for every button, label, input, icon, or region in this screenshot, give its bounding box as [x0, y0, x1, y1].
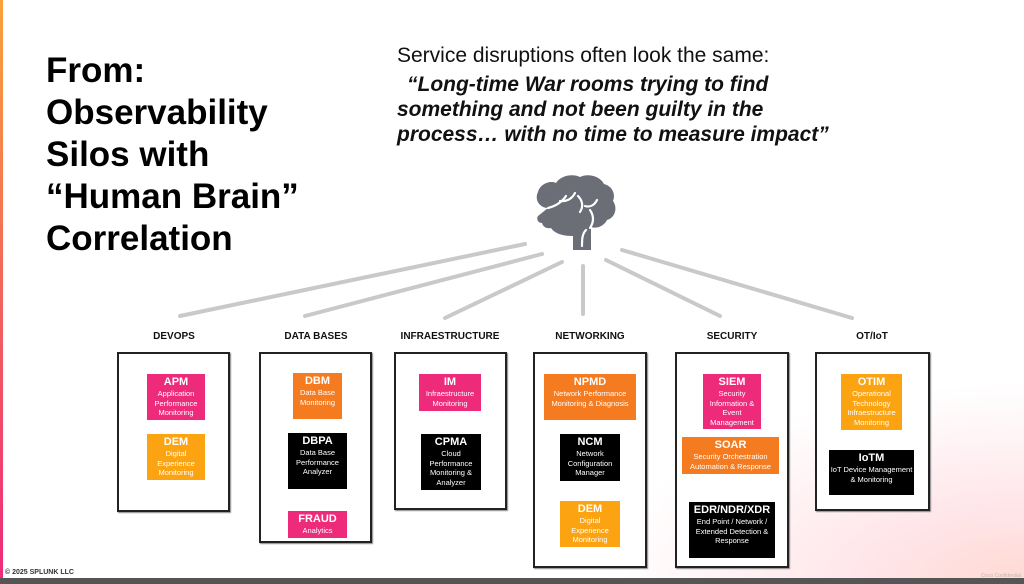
bottom-bar	[0, 578, 1024, 584]
confidential-label: Cisco Confidential	[980, 573, 1021, 579]
card-abbr: NCM	[577, 436, 603, 448]
card-abbr: APM	[163, 376, 189, 388]
column-heading: DATA BASES	[284, 331, 348, 342]
slide-title: From: Observability Silos with “Human Br…	[46, 51, 299, 258]
connector-security	[604, 258, 722, 318]
card-description: Security Information & Event Management	[709, 389, 755, 427]
card-abbr: SOAR	[714, 439, 747, 451]
column-box-devops	[117, 352, 230, 512]
connector-databases	[303, 252, 544, 318]
subtitle: Service disruptions often look the same:	[397, 44, 770, 67]
card-description: Analytics	[302, 526, 333, 535]
card-description: IoT Device Management & Monitoring	[830, 465, 913, 484]
card-description: Security Orchestration Automation & Resp…	[690, 452, 771, 471]
card-abbr: IoTM	[858, 452, 885, 464]
card-abbr: NPMD	[573, 376, 607, 388]
card-abbr: DEM	[163, 436, 189, 448]
card-description: Network Configuration Manager	[567, 449, 613, 477]
accent-stripe	[0, 0, 3, 578]
card-description: Cloud Performance Monitoring & Analyzer	[429, 449, 473, 487]
column-heading: INFRAESTRUCTURE	[400, 331, 500, 342]
copyright: © 2025 SPLUNK LLC	[5, 569, 74, 576]
connector-otiot	[620, 248, 854, 320]
card-description: Network Performance Monitoring & Diagnos…	[551, 389, 629, 408]
column-heading: OT/IoT	[856, 331, 888, 342]
card-description: Application Performance Monitoring	[154, 389, 198, 417]
column-heading: NETWORKING	[555, 331, 625, 342]
card-description: Operational Technology Infraestructure M…	[847, 389, 896, 427]
card-abbr: DEM	[577, 503, 603, 515]
card-abbr: CPMA	[434, 436, 468, 448]
column-heading: DEVOPS	[153, 331, 195, 342]
card-abbr: FRAUD	[298, 513, 337, 525]
card-description: Digital Experience Monitoring	[157, 449, 195, 477]
card-abbr: EDR/NDR/XDR	[693, 504, 771, 516]
card-abbr: IM	[443, 376, 457, 388]
card-description: Infraestructure Monitoring	[425, 389, 475, 408]
card-abbr: SIEM	[718, 376, 746, 388]
brain-icon	[536, 175, 616, 250]
connector-devops	[178, 242, 527, 318]
card-description: Data Base Monitoring	[299, 388, 336, 407]
quote: “Long-time War rooms trying to find some…	[397, 73, 829, 146]
card-description: End Point / Network / Extended Detection…	[695, 517, 769, 545]
card-description: Data Base Performance Analyzer	[296, 448, 339, 476]
card-abbr: DBM	[304, 375, 331, 387]
card-abbr: DBPA	[302, 435, 333, 447]
card-abbr: OTIM	[857, 376, 886, 388]
column-heading: SECURITY	[706, 331, 758, 342]
connector-infra	[443, 260, 564, 320]
card-description: Digital Experience Monitoring	[571, 516, 609, 544]
